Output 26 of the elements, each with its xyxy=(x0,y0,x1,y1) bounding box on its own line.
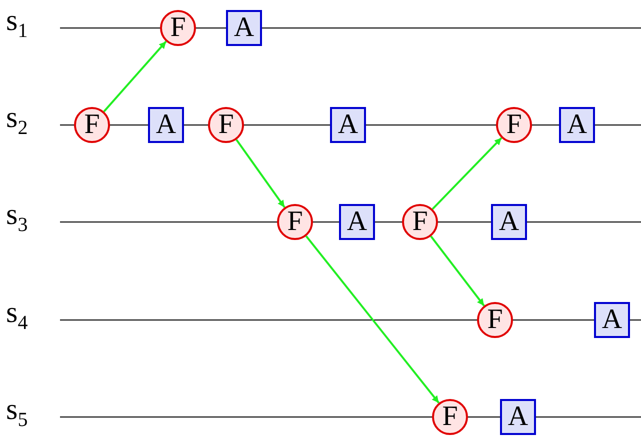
arrow xyxy=(305,235,440,404)
row-label: s$_{4}$ xyxy=(6,298,28,333)
row-label: s$_{5}$ xyxy=(6,395,28,430)
circle-node: F xyxy=(432,399,468,435)
circle-node: F xyxy=(208,107,244,143)
circle-node: F xyxy=(496,107,532,143)
square-node: A xyxy=(559,107,595,143)
square-node: A xyxy=(500,399,536,435)
square-node: A xyxy=(491,204,527,240)
circle-node: F xyxy=(277,204,313,240)
arrow xyxy=(430,236,485,306)
row-label: s$_{3}$ xyxy=(6,200,28,235)
square-node: A xyxy=(339,204,375,240)
arrow xyxy=(236,139,286,208)
square-node: A xyxy=(594,302,630,338)
row-label: s$_{2}$ xyxy=(6,103,28,138)
circle-node: F xyxy=(477,302,513,338)
row-label: s$_{1}$ xyxy=(6,6,28,41)
circle-node: F xyxy=(402,204,438,240)
square-node: A xyxy=(226,10,262,46)
arrow xyxy=(103,40,167,112)
square-node: A xyxy=(330,107,366,143)
circle-node: F xyxy=(74,107,110,143)
square-node: A xyxy=(148,107,184,143)
circle-node: F xyxy=(160,10,196,46)
arrow xyxy=(432,137,502,210)
